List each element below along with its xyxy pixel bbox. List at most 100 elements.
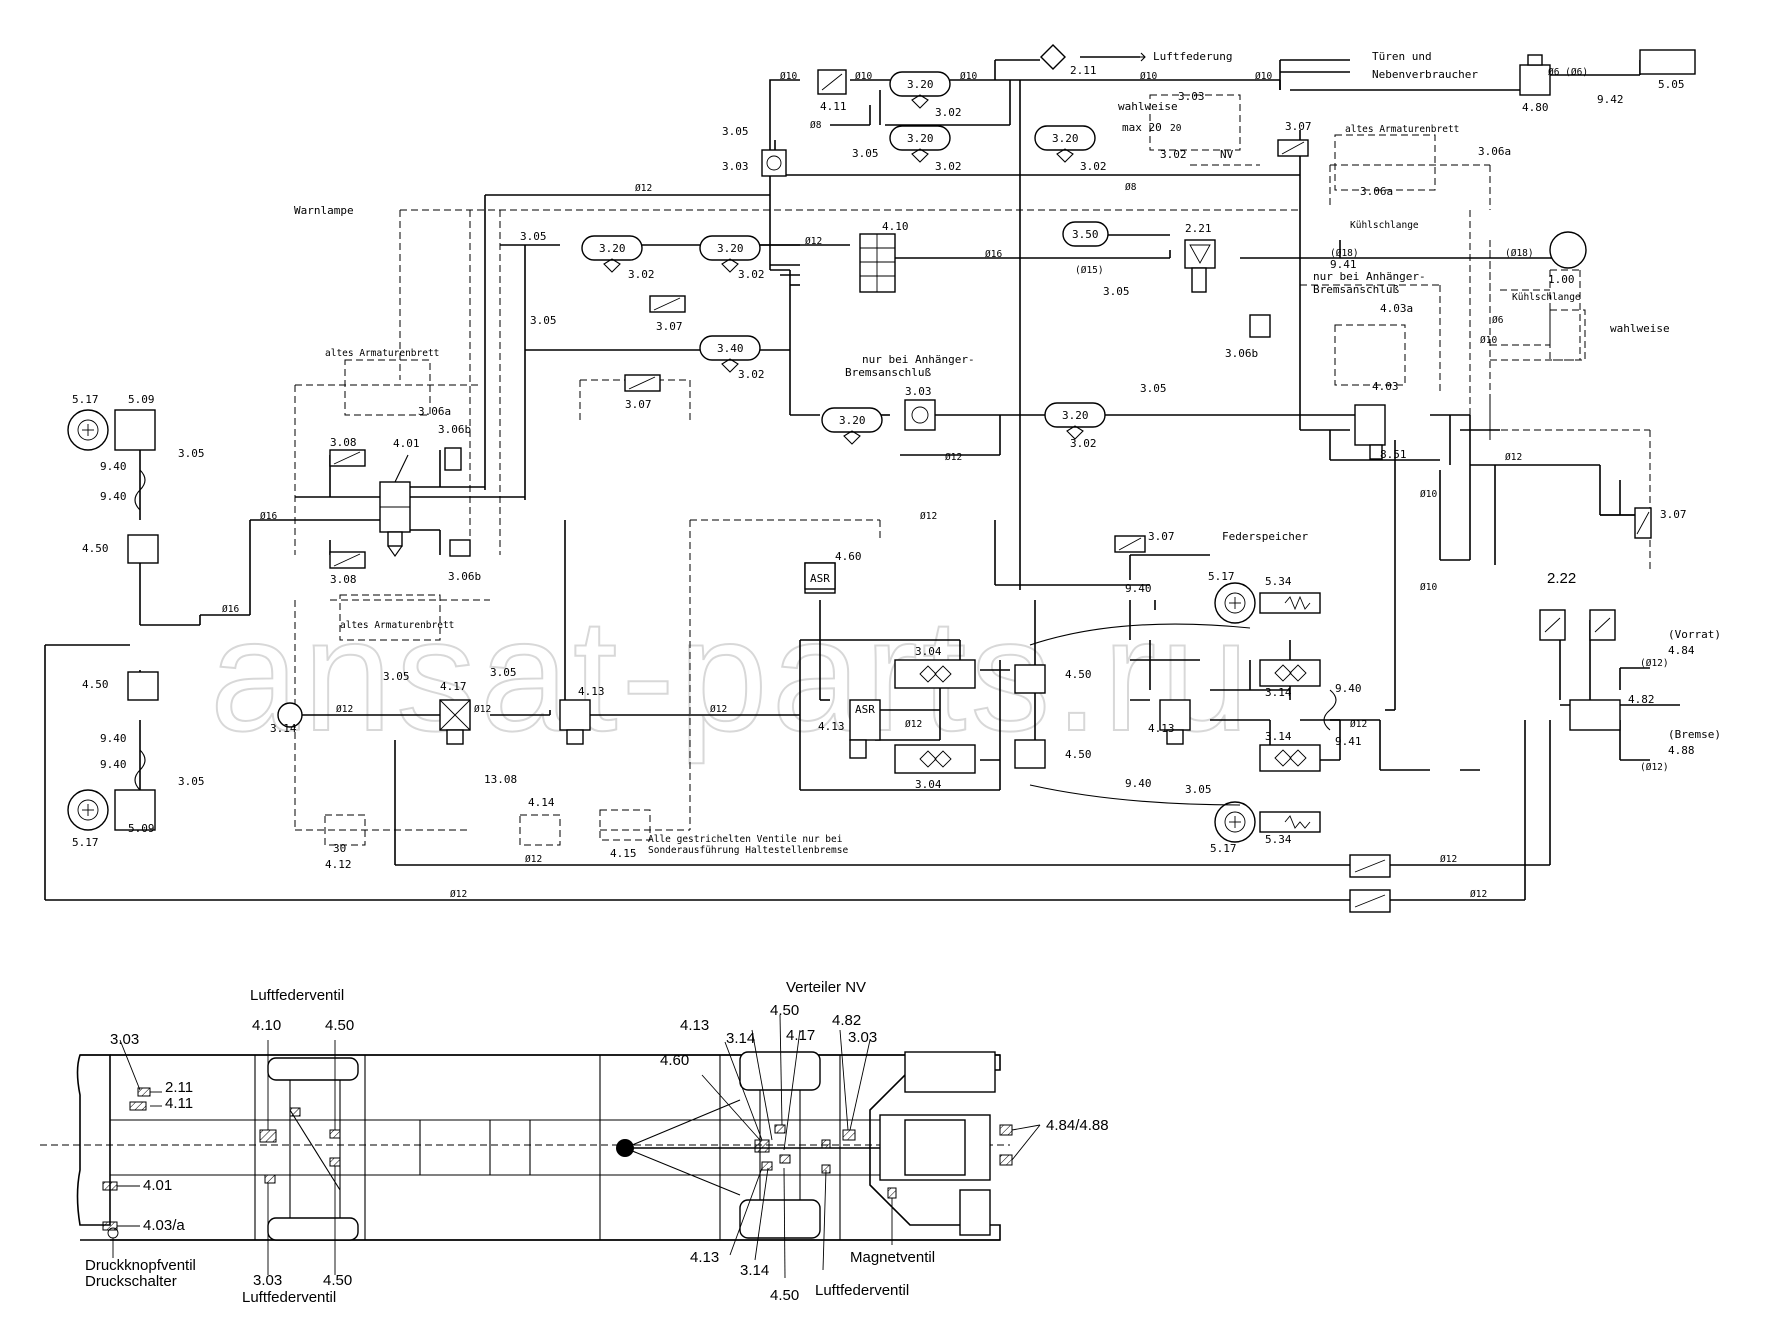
svg-text:Ø12: Ø12	[920, 511, 937, 522]
svg-text:Ø12: Ø12	[635, 183, 652, 194]
svg-text:3.03: 3.03	[722, 160, 749, 173]
svg-text:4.03a: 4.03a	[1380, 302, 1413, 315]
svg-text:4.82: 4.82	[1628, 693, 1655, 706]
svg-text:Ø8: Ø8	[810, 120, 822, 131]
svg-text:Ø10: Ø10	[960, 71, 977, 82]
label-asr-1: ASR	[810, 572, 830, 585]
svg-text:5.34: 5.34	[1265, 833, 1292, 846]
svg-text:(Ø12): (Ø12)	[1640, 762, 1669, 773]
svg-text:3.20: 3.20	[717, 242, 744, 255]
chassis-labels: Luftfederventil Verteiler NV 4.10 4.50 3…	[85, 979, 1109, 1306]
svg-text:(Ø12): (Ø12)	[1640, 658, 1669, 669]
svg-text:3.03: 3.03	[253, 1272, 282, 1289]
svg-text:Ø12: Ø12	[1470, 889, 1487, 900]
svg-text:4.13: 4.13	[1148, 722, 1175, 735]
svg-text:Ø10: Ø10	[1255, 71, 1272, 82]
svg-text:9.40: 9.40	[100, 460, 127, 473]
label-altes-armaturenbrett-3: altes Armaturenbrett	[340, 620, 454, 631]
valves	[114, 44, 1696, 913]
svg-text:3.04: 3.04	[915, 778, 942, 791]
svg-text:3.20: 3.20	[599, 242, 626, 255]
svg-text:4.50: 4.50	[325, 1017, 354, 1034]
svg-text:5.34: 5.34	[1265, 575, 1292, 588]
pipe-network	[44, 56, 1680, 901]
svg-text:13.08: 13.08	[484, 773, 517, 786]
chassis-druckschalter: Druckschalter	[85, 1273, 177, 1290]
svg-text:3.20: 3.20	[1052, 132, 1079, 145]
svg-text:4.11: 4.11	[820, 100, 847, 113]
svg-text:9.40: 9.40	[100, 732, 127, 745]
svg-text:3.05: 3.05	[1103, 285, 1130, 298]
label-vorrat: (Vorrat)	[1668, 628, 1721, 641]
svg-text:4.50: 4.50	[1065, 668, 1092, 681]
svg-text:4.60: 4.60	[660, 1052, 689, 1069]
svg-text:4.50: 4.50	[82, 542, 109, 555]
svg-text:Ø6 (Ø6): Ø6 (Ø6)	[1548, 67, 1588, 78]
chassis-luftfederventil-top: Luftfederventil	[250, 987, 344, 1004]
svg-text:3.05: 3.05	[520, 230, 547, 243]
label-federspeicher: Federspeicher	[1222, 530, 1308, 543]
svg-text:3.06b: 3.06b	[448, 570, 481, 583]
svg-text:9.40: 9.40	[100, 490, 127, 503]
svg-text:30: 30	[333, 842, 346, 855]
svg-text:20: 20	[1170, 123, 1182, 134]
svg-text:3.05: 3.05	[490, 666, 517, 679]
svg-text:2.11: 2.11	[165, 1079, 193, 1096]
label-nur-anhaenger-2: nur bei Anhänger-	[862, 353, 975, 366]
label-kuehlschlange-1: Kühlschlange	[1350, 220, 1419, 231]
svg-text:Ø12: Ø12	[474, 704, 491, 715]
label-max20: max 20	[1122, 121, 1162, 134]
svg-text:3.03: 3.03	[110, 1031, 139, 1048]
svg-text:4.13: 4.13	[680, 1017, 709, 1034]
svg-text:9.40: 9.40	[1335, 682, 1362, 695]
svg-text:Ø10: Ø10	[1420, 582, 1437, 593]
svg-text:4.11: 4.11	[165, 1095, 193, 1112]
reservoir-r8: 3.20	[1044, 402, 1106, 428]
svg-text:5.17: 5.17	[72, 393, 99, 406]
svg-text:3.03: 3.03	[905, 385, 932, 398]
svg-text:4.50: 4.50	[82, 678, 109, 691]
svg-text:3.06a: 3.06a	[1360, 185, 1393, 198]
chassis-magnetventil: Magnetventil	[850, 1249, 935, 1266]
svg-text:4.10: 4.10	[252, 1017, 281, 1034]
svg-text:3.02: 3.02	[1160, 148, 1187, 161]
svg-text:2.21: 2.21	[1185, 222, 1212, 235]
svg-text:Ø12: Ø12	[336, 704, 353, 715]
svg-text:3.05: 3.05	[1140, 382, 1167, 395]
svg-text:3.02: 3.02	[935, 106, 962, 119]
svg-text:4.17: 4.17	[786, 1027, 815, 1044]
svg-text:Ø16: Ø16	[260, 511, 277, 522]
label-nebenverbraucher: Nebenverbraucher	[1372, 68, 1478, 81]
svg-text:4.82: 4.82	[832, 1012, 861, 1029]
label-wahlweise-right: wahlweise	[1610, 322, 1670, 335]
svg-text:4.15: 4.15	[610, 847, 637, 860]
svg-text:4.12: 4.12	[325, 858, 352, 871]
svg-text:3.40: 3.40	[717, 342, 744, 355]
svg-text:3.02: 3.02	[628, 268, 655, 281]
label-tueren: Türen und	[1372, 50, 1432, 63]
chassis-luftfederventil-bottom: Luftfederventil	[242, 1289, 336, 1306]
label-kuehlschlange-2: Kühlschlange	[1512, 292, 1581, 303]
svg-text:3.14: 3.14	[1265, 730, 1292, 743]
svg-text:Ø10: Ø10	[1140, 71, 1157, 82]
svg-text:Ø12: Ø12	[945, 452, 962, 463]
reservoir-r10: 3.50	[1062, 221, 1109, 247]
label-asr-2: ASR	[855, 703, 875, 716]
svg-text:3.05: 3.05	[852, 147, 879, 160]
svg-text:3.02: 3.02	[935, 160, 962, 173]
svg-text:4.50: 4.50	[1065, 748, 1092, 761]
svg-text:4.84: 4.84	[1668, 644, 1695, 657]
svg-text:Ø12: Ø12	[525, 854, 542, 865]
svg-text:Ø12: Ø12	[805, 236, 822, 247]
svg-text:4.60: 4.60	[835, 550, 862, 563]
svg-text:4.01: 4.01	[393, 437, 420, 450]
svg-text:5.17: 5.17	[72, 836, 99, 849]
svg-text:3.07: 3.07	[625, 398, 652, 411]
reservoir-r4: 3.20	[581, 235, 643, 261]
reservoir-r2: 3.20	[889, 125, 951, 151]
svg-text:Ø12: Ø12	[450, 889, 467, 900]
svg-text:3.03: 3.03	[1178, 90, 1205, 103]
drain-valves	[603, 94, 1084, 445]
dashed-lines	[294, 164, 1651, 831]
